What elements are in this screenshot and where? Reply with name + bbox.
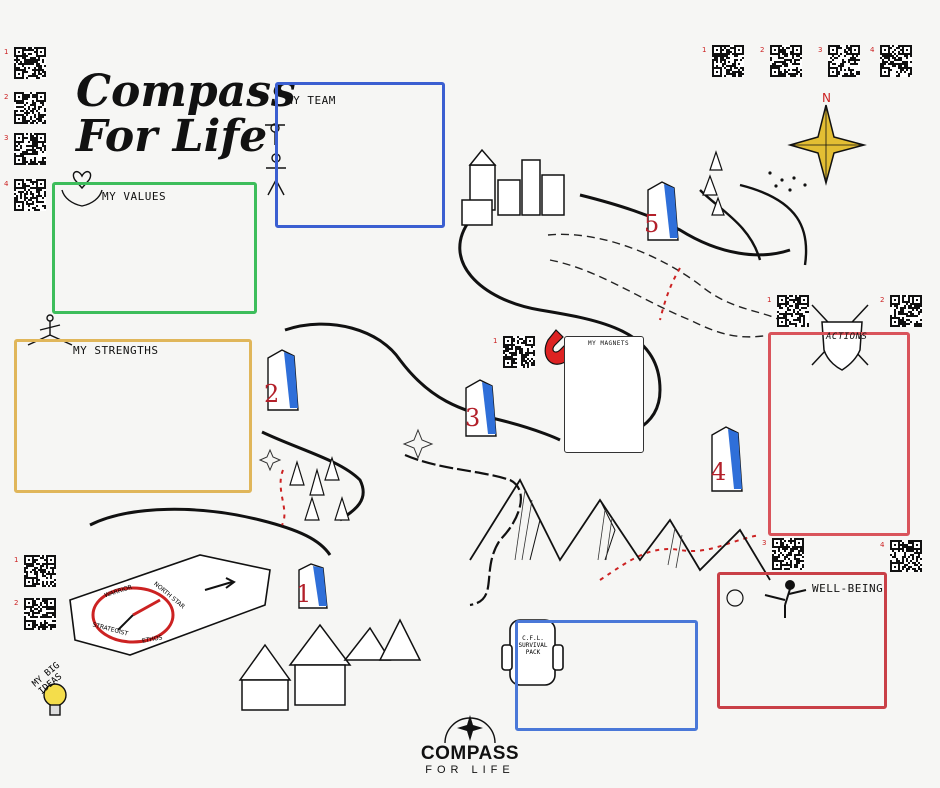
flag-3-number: 3 [465,404,481,432]
village-top [461,148,565,226]
road-segment [579,193,791,257]
logo-subtitle: FOR LIFE [425,764,515,776]
my-values-label: MY VALUES [102,190,167,203]
village-bottom [238,618,422,711]
qr-number: 1 [14,556,19,564]
road-segment [261,430,365,522]
my-magnets-box[interactable] [564,336,644,453]
qr-code-top-left-4[interactable] [14,179,46,211]
qr-code-bottom-left-1[interactable] [24,555,56,587]
sparkle-icons [258,428,434,472]
star-dots [768,171,807,192]
qr-number: 2 [4,93,9,101]
well-being-box[interactable] [717,572,887,709]
logo-name: COMPASS [420,743,520,764]
actions-box[interactable] [768,332,910,536]
flag-5[interactable] [642,180,682,242]
road-segment [404,453,522,607]
flag-2-number: 2 [264,380,280,408]
well-being-label: WELL-BEING [812,582,884,595]
qr-number: 1 [702,46,707,54]
river-edge [547,233,781,321]
flag-4-number: 4 [711,458,727,486]
river-edge [549,259,771,338]
qr-code-top-left-2[interactable] [14,92,46,124]
qr-number: 4 [880,541,885,549]
qr-code-actions-1[interactable] [777,295,809,327]
qr-number: 4 [4,180,9,188]
qr-code-top-right-1[interactable] [712,45,744,77]
my-strengths-label: MY STRENGTHS [73,344,159,357]
my-strengths-box[interactable] [14,339,252,493]
compass-logo-icon [444,715,496,744]
yoga-figure-icon [764,580,807,618]
flag-1-number: 1 [296,580,312,608]
backpack-label: C.F.L. SURVIVAL PACK [518,635,548,656]
north-star-icon [787,104,867,186]
mountain-hatching [514,489,683,569]
qr-code-well-being-1[interactable] [772,538,804,570]
my-team-box[interactable] [275,82,445,228]
my-magnets-label: MY MAGNETS [588,340,630,347]
qr-number: 3 [762,539,767,547]
qr-number: 3 [4,134,9,142]
trees-top-right [702,150,725,216]
qr-code-actions-2[interactable] [890,295,922,327]
actions-label: ACTIONS [826,332,868,342]
road-segment [699,189,762,261]
flag-1[interactable] [295,562,331,610]
qr-number: 1 [767,296,772,304]
flag-3[interactable] [460,378,500,438]
qr-number: 4 [870,46,875,54]
flag-4[interactable] [706,425,746,493]
road-segment [739,183,808,266]
svg-text:N: N [822,91,831,105]
qr-number: 1 [4,48,9,56]
mountain-range [469,478,771,581]
qr-code-top-right-2[interactable] [770,45,802,77]
compass-device [69,554,271,656]
qr-number: 2 [880,296,885,304]
my-team-label: MY TEAM [286,94,336,107]
title-line-1: Compass [76,66,296,117]
qr-code-top-left-1[interactable] [14,47,46,79]
qr-code-bottom-left-2[interactable] [24,598,56,630]
road-segment [284,322,561,442]
my-values-box[interactable] [52,182,257,314]
lightbulb-icon [43,683,67,716]
trees-left [289,456,350,521]
title-line-2: For Life [76,111,268,162]
head-icon [726,589,744,607]
qr-code-magnets-1[interactable] [503,336,535,368]
red-trail [659,267,681,321]
backpack-icon [501,619,564,686]
heart-hands-icon [61,170,103,207]
red-trail [599,534,761,581]
road-segment [89,507,332,556]
qr-number: 3 [818,46,823,54]
qr-code-well-being-2[interactable] [890,540,922,572]
blank-box[interactable] [515,620,698,731]
red-trail [279,469,286,526]
qr-code-top-left-3[interactable] [14,133,46,165]
flag-5-number: 5 [644,210,660,238]
qr-code-top-right-4[interactable] [880,45,912,77]
qr-number: 2 [14,599,19,607]
qr-number: 1 [493,337,498,345]
qr-code-top-right-3[interactable] [828,45,860,77]
flag-2[interactable] [262,348,302,412]
qr-number: 2 [760,46,765,54]
